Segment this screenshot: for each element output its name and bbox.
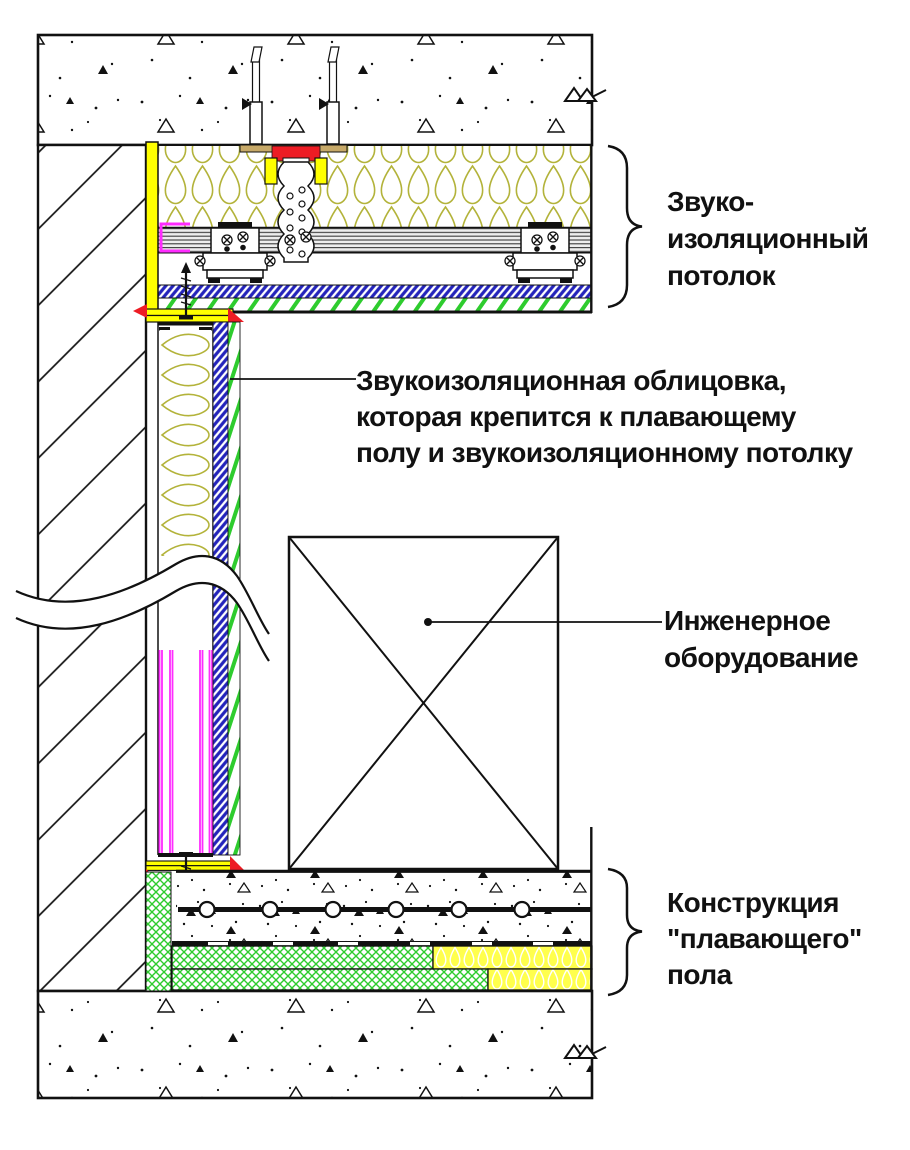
corner-board-top xyxy=(145,308,234,317)
soundproof-wall-cladding xyxy=(145,321,245,938)
corner-screw-up xyxy=(179,262,193,320)
label-line: которая крепится к плавающему xyxy=(356,401,796,432)
edge-bracket-magenta xyxy=(159,222,190,253)
insulation-row2-yellow xyxy=(487,968,593,991)
wall-batten-vertical xyxy=(145,141,159,311)
insulation-row1-green xyxy=(171,945,434,970)
label-line: Конструкция xyxy=(667,887,839,918)
lower-floor-slab xyxy=(36,989,594,1100)
label-line: оборудование xyxy=(664,642,859,673)
sealant-wedge-right xyxy=(228,308,244,322)
upper-floor-slab xyxy=(36,33,594,147)
label-equipment: Инженерное оборудование xyxy=(664,602,859,676)
separating-film xyxy=(172,941,592,946)
label-line: потолок xyxy=(667,260,776,291)
ceiling-membrane-blue xyxy=(157,284,593,299)
equipment-box xyxy=(287,535,560,871)
section-break-mark xyxy=(15,554,270,662)
cladding-top-track xyxy=(158,322,213,326)
soundproof-ceiling-assembly xyxy=(133,46,593,323)
cut-mark-top xyxy=(563,86,607,102)
insulation-row2-green xyxy=(171,968,489,991)
label-soundproof-ceiling: Звуко- изоляционный потолок xyxy=(667,183,869,294)
label-line: пола xyxy=(667,959,732,990)
label-line: "плавающего" xyxy=(667,923,862,954)
floor-brace xyxy=(607,867,643,997)
floating-floor-assembly xyxy=(145,827,593,992)
vibration-hanger xyxy=(264,145,328,263)
sealant-wedge-left xyxy=(133,304,147,318)
ceiling-brace xyxy=(607,144,643,309)
load-bearing-wall xyxy=(36,143,148,993)
cladding-stud-profile xyxy=(158,650,213,853)
label-line: Инженерное xyxy=(664,605,831,636)
insulation-row1-yellow xyxy=(432,945,593,970)
label-line: Звукоизоляционная облицовка, xyxy=(356,365,786,396)
flank-elastic-strip xyxy=(145,871,172,992)
sole-board-top xyxy=(145,860,234,867)
label-line: Звуко- xyxy=(667,186,754,217)
label-line: полу и звукоизоляционному потолку xyxy=(356,437,853,468)
sealant-wedge-floor-right xyxy=(230,856,245,871)
cut-mark-bottom xyxy=(563,1043,607,1059)
label-line: изоляционный xyxy=(667,223,869,254)
reinforcement-mesh xyxy=(178,907,592,912)
annotation-marks xyxy=(230,144,662,997)
cladding-mineral-wool xyxy=(159,330,212,556)
label-soundproof-cladding: Звукоизоляционная облицовка, которая кре… xyxy=(356,363,853,471)
ceiling-mineral-wool xyxy=(158,146,592,227)
label-floating-floor: Конструкция "плавающего" пола xyxy=(667,885,862,993)
equipment-leader-dot xyxy=(424,618,432,626)
